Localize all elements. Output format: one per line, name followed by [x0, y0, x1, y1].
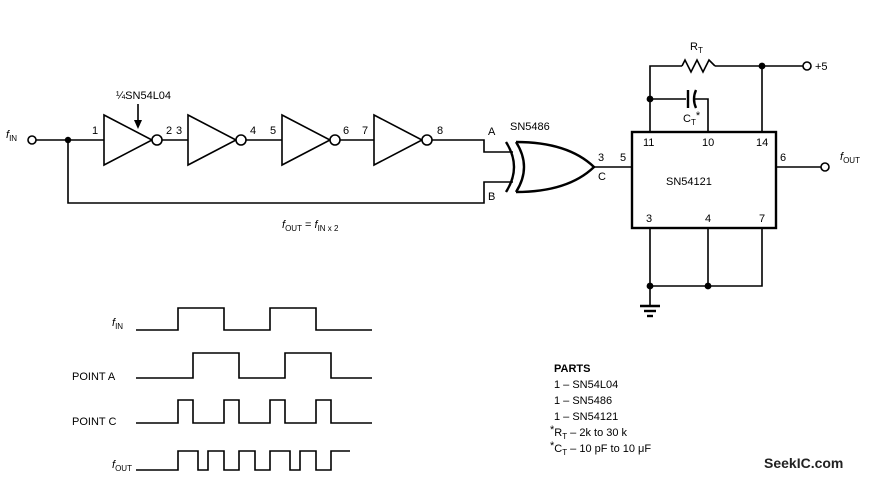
- ct-label: CT*: [683, 110, 701, 127]
- inverter-2-triangle: [187, 113, 238, 167]
- input-b-label: B: [488, 191, 495, 203]
- xor-gate-label: SN5486: [510, 121, 550, 133]
- inverter-4: 7 8: [362, 113, 443, 167]
- parts-line-3: 1 – SN54121: [554, 411, 618, 423]
- rt-label: RT: [690, 41, 703, 55]
- pin-7: 7: [362, 125, 368, 137]
- output-c-label: C: [598, 171, 606, 183]
- waveform-label-point-a: POINT A: [72, 371, 116, 383]
- ground-bus: [649, 228, 763, 287]
- pin-4: 4: [250, 125, 256, 137]
- inverter-2: 3 4: [176, 113, 256, 167]
- xor-gate: SN5486 A B 3 C: [488, 121, 606, 203]
- inverter-3-bubble: [329, 134, 341, 146]
- pin-8: 8: [437, 125, 443, 137]
- input-section: fIN: [6, 129, 513, 204]
- pin-1: 1: [92, 125, 98, 137]
- rt-resistor: [681, 58, 716, 74]
- ground-network: [640, 228, 763, 318]
- formula-label: fOUT = fIN x 2: [282, 219, 339, 233]
- pin-6: 6: [343, 125, 349, 137]
- ic-pin-4: 4: [705, 213, 711, 225]
- waveform-label-point-c: POINT C: [72, 416, 116, 428]
- inverter-4-bubble: [421, 134, 433, 146]
- pin-2: 2: [166, 125, 172, 137]
- waveform-f-in: [136, 307, 372, 331]
- ct-right-wire: [694, 98, 709, 132]
- ic-pin-10: 10: [702, 137, 714, 149]
- waveform-point-a: [136, 352, 372, 379]
- watermark: SeekIC.com: [764, 455, 843, 471]
- plus5-label: +5: [815, 61, 828, 73]
- input-a-label: A: [488, 126, 496, 138]
- waveform-section: fIN POINT A POINT C fOUT: [72, 307, 372, 473]
- ic-pin-14: 14: [756, 137, 768, 149]
- xor-body: [515, 140, 596, 194]
- f-in-terminal: [27, 135, 37, 145]
- ic-pin-5: 5: [620, 152, 626, 164]
- waveform-f-out: [136, 450, 350, 471]
- plus5-terminal: [802, 61, 812, 71]
- waveform-label-f-out: fOUT: [112, 459, 132, 473]
- ic-label: SN54121: [666, 176, 712, 188]
- ic-pin-11: 11: [643, 137, 654, 149]
- input-b-wire: [67, 140, 513, 204]
- pin-5: 5: [270, 125, 276, 137]
- inverter-part-label: ¼SN54L04: [116, 90, 171, 102]
- sn54121-ic: SN54121 11 10 14 6 3 4 7: [630, 130, 786, 230]
- parts-title: PARTS: [554, 363, 590, 375]
- inverter-4-triangle: [373, 113, 424, 167]
- timing-network: +5 RT CT*: [646, 41, 828, 132]
- ic-pin-6: 6: [780, 152, 786, 164]
- parts-line-2: 1 – SN5486: [554, 395, 612, 407]
- inverter-1: 1 2 ¼SN54L04: [92, 90, 172, 167]
- f-in-label: fIN: [6, 129, 17, 143]
- pin-3: 3: [176, 125, 182, 137]
- f-out-label: fOUT: [840, 151, 860, 165]
- inverter-3-triangle: [281, 113, 332, 167]
- inverter-2-bubble: [235, 134, 247, 146]
- parts-list: PARTS 1 – SN54L04 1 – SN5486 1 – SN54121…: [550, 363, 651, 457]
- ic-pin-3: 3: [646, 213, 652, 225]
- waveform-point-c: [136, 399, 372, 424]
- inverter-3: 5 6: [270, 113, 349, 167]
- output-section: fOUT: [776, 151, 860, 172]
- waveform-label-f-in: fIN: [112, 317, 123, 331]
- f-out-terminal: [820, 162, 830, 172]
- ic-pin-7: 7: [759, 213, 765, 225]
- input-a-wire: [432, 139, 513, 153]
- part-label-arrowhead: [134, 120, 142, 129]
- pin4-junction: [704, 282, 712, 290]
- ic-body: [630, 130, 778, 230]
- inverter-1-bubble: [151, 134, 163, 146]
- xor-out-pin: 3: [598, 152, 604, 164]
- parts-line-1: 1 – SN54L04: [554, 379, 618, 391]
- inverter-1-triangle: [103, 113, 154, 167]
- parts-line-5: *CT – 10 pF to 10 μF: [550, 440, 651, 457]
- rt-left-wire: [649, 65, 682, 132]
- parts-line-4: *RT – 2k to 30 k: [550, 424, 628, 441]
- xor-extra-arc: [504, 141, 516, 193]
- xor-back-arc: [514, 141, 526, 193]
